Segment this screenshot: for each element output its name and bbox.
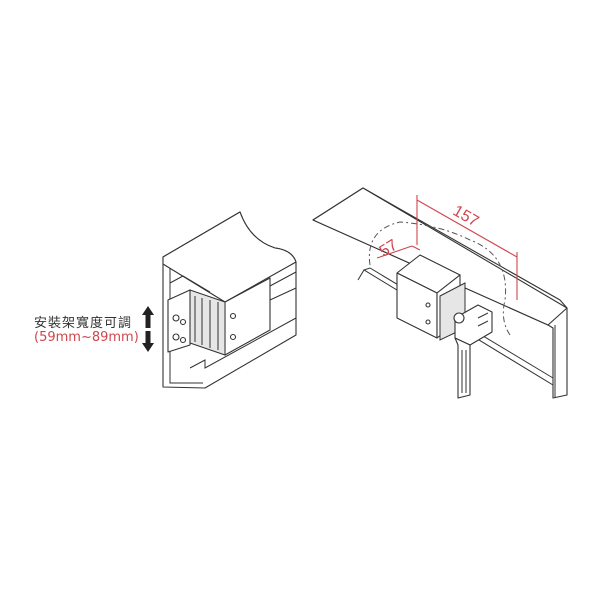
adjustment-arrows-icon — [142, 306, 154, 352]
right-rail-assembly — [312, 187, 568, 399]
dimension-lines — [376, 195, 518, 300]
left-rail-assembly — [162, 211, 297, 389]
adjustable-width-range: (59mm~89mm) — [34, 330, 139, 345]
adjustable-width-caption: 安裝架寬度可調 — [34, 316, 133, 331]
